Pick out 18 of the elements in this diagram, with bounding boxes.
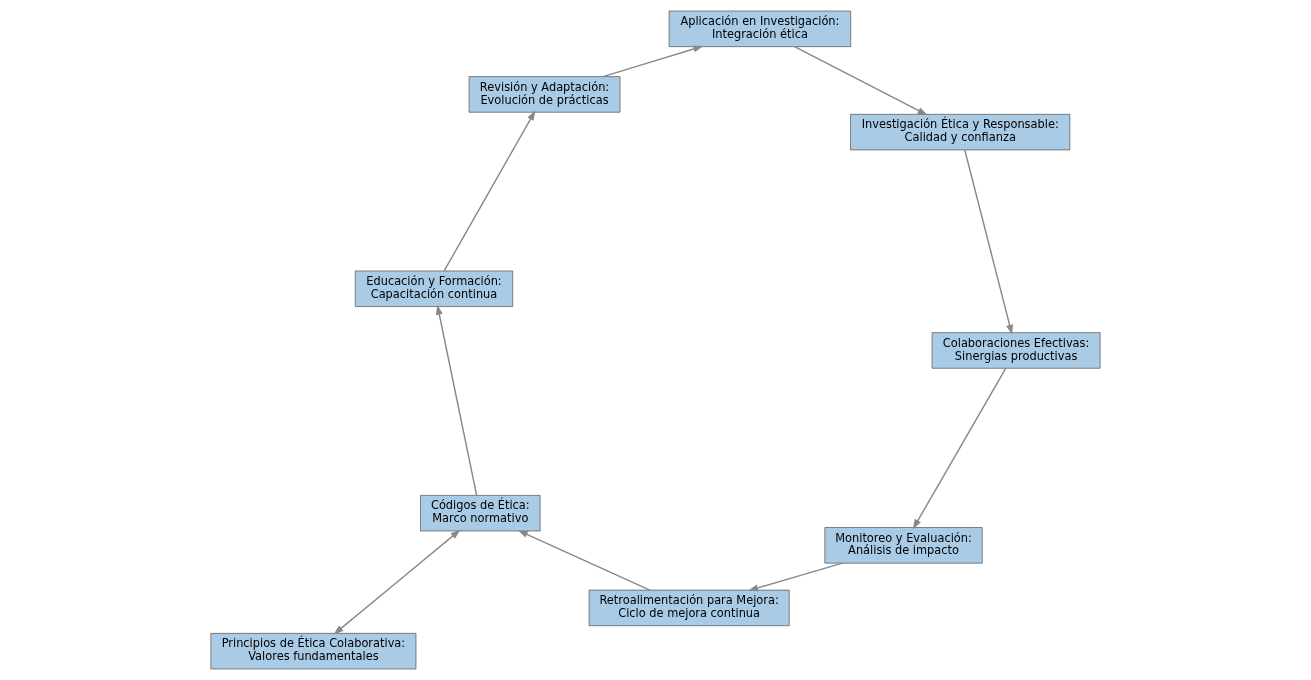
- node-box: Monitoreo y Evaluación: Análisis de impacto: [824, 527, 983, 564]
- arrow: [793, 46, 928, 116]
- node-box: Códigos de Ética: Marco normativo: [420, 495, 541, 532]
- arrow: [912, 367, 1007, 530]
- node-box: Retroalimentación para Mejora: Ciclo de mejora continua: [588, 589, 790, 627]
- node-box: Colaboraciones Efectivas: Sinergias productivas: [931, 332, 1101, 369]
- node-box: Educación y Formación: Capacitación continua: [354, 270, 514, 307]
- arrow: [333, 529, 461, 635]
- arrow: [964, 149, 1013, 335]
- node-box: Principios de Ética Colaborativa: Valores fundamentales: [210, 633, 417, 670]
- arrow: [443, 110, 536, 272]
- node-box: Aplicación en Investigación: Integración ética: [668, 10, 852, 47]
- node-box: Revisión y Adaptación: Evolución de prácticas: [468, 76, 621, 113]
- arrow: [517, 530, 651, 591]
- arrow: [602, 45, 704, 78]
- node-box: Investigación Ética y Responsable: Calidad y confianza: [850, 113, 1071, 151]
- arrow: [435, 304, 478, 496]
- arrow: [748, 562, 844, 592]
